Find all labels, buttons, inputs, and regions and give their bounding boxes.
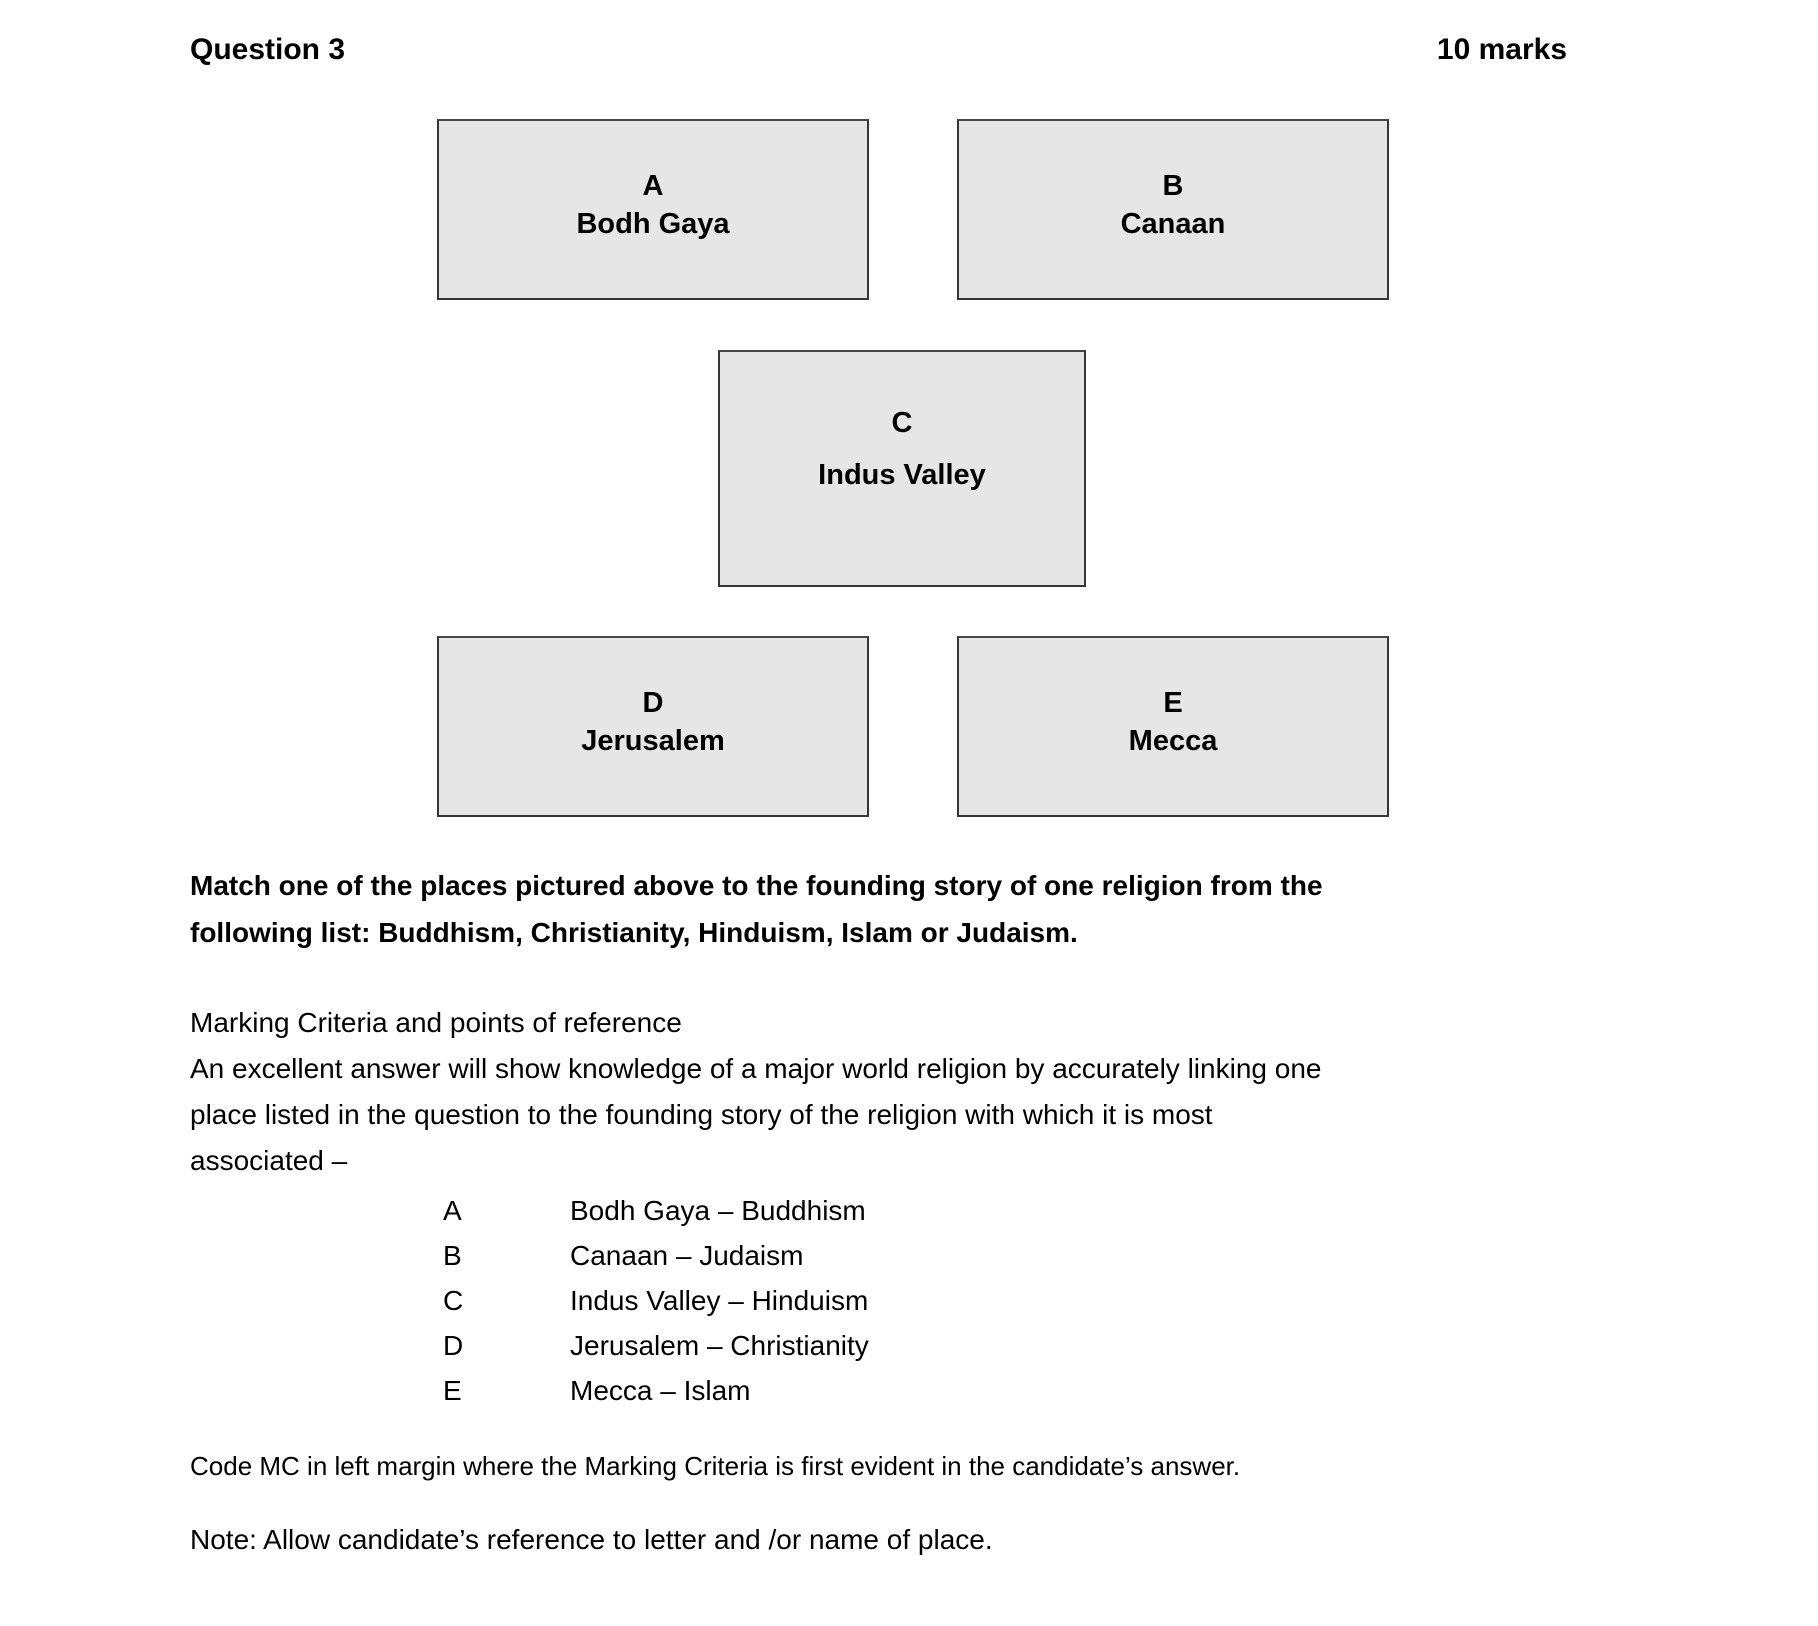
criteria-line-1: An excellent answer will show knowledge …: [190, 1053, 1322, 1084]
code-mc-note: Code MC in left margin where the Marking…: [190, 1451, 1241, 1481]
marking-criteria-section: Marking Criteria and points of reference…: [190, 1000, 1610, 1184]
place-box-e-name: Mecca: [1128, 724, 1218, 757]
instruction-line-2: following list: Buddhism, Christianity, …: [190, 917, 1078, 948]
criteria-line-3: associated –: [190, 1145, 348, 1176]
answer-match-e: Mecca – Islam: [570, 1375, 751, 1406]
answer-letter-c: C: [443, 1285, 464, 1316]
answer-letter-a: A: [443, 1195, 462, 1226]
place-box-a: A Bodh Gaya: [437, 119, 869, 300]
answer-row-c: C Indus Valley – Hinduism: [190, 1278, 1390, 1323]
place-box-e: E Mecca: [957, 636, 1389, 817]
answer-match-a: Bodh Gaya – Buddhism: [570, 1195, 866, 1226]
criteria-line-2: place listed in the question to the foun…: [190, 1099, 1213, 1130]
answer-match-d: Jerusalem – Christianity: [570, 1330, 869, 1361]
answer-letter-b: B: [443, 1240, 462, 1271]
place-box-b-name: Canaan: [1120, 207, 1226, 240]
place-box-b-letter: B: [1162, 169, 1184, 202]
answer-letter-d: D: [443, 1330, 464, 1361]
instruction-line-1: Match one of the places pictured above t…: [190, 870, 1323, 901]
place-box-a-letter: A: [642, 169, 664, 202]
instruction-paragraph: Match one of the places pictured above t…: [190, 862, 1590, 956]
answer-letter-e: E: [443, 1375, 462, 1406]
place-box-d: D Jerusalem: [437, 636, 869, 817]
place-box-c-name: Indus Valley: [818, 458, 986, 491]
allow-reference-note: Note: Allow candidate’s reference to let…: [190, 1524, 993, 1555]
place-box-c-letter: C: [891, 406, 913, 439]
question-number: Question 3: [190, 33, 346, 66]
place-box-e-letter: E: [1163, 686, 1183, 719]
criteria-heading: Marking Criteria and points of reference: [190, 1007, 682, 1038]
place-box-d-name: Jerusalem: [581, 724, 725, 757]
place-box-b: B Canaan: [957, 119, 1389, 300]
marks-label: 10 marks: [1436, 33, 1567, 66]
answer-row-e: E Mecca – Islam: [190, 1368, 1390, 1413]
answer-row-a: A Bodh Gaya – Buddhism: [190, 1188, 1390, 1233]
answer-match-c: Indus Valley – Hinduism: [570, 1285, 869, 1316]
answer-match-b: Canaan – Judaism: [570, 1240, 804, 1271]
answer-row-d: D Jerusalem – Christianity: [190, 1323, 1390, 1368]
answer-row-b: B Canaan – Judaism: [190, 1233, 1390, 1278]
place-box-a-name: Bodh Gaya: [576, 207, 730, 240]
place-box-d-letter: D: [642, 686, 664, 719]
header-row: Question 3 10 marks: [190, 30, 1567, 70]
place-box-c: C Indus Valley: [718, 350, 1086, 587]
